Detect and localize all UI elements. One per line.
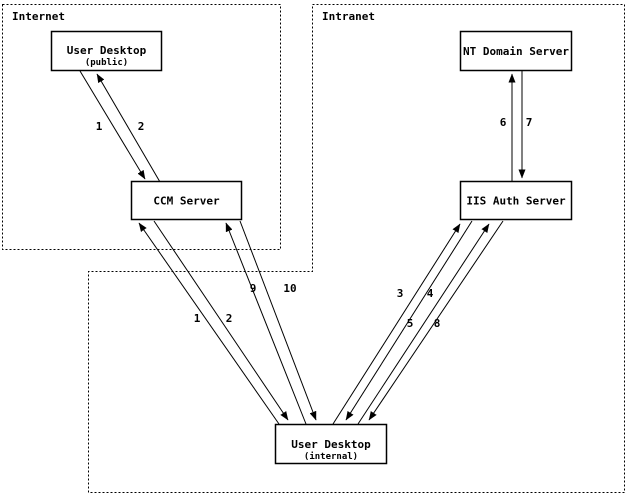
arrow-label-9: 9: [250, 282, 257, 295]
nt-domain-server-title: NT Domain Server: [463, 45, 569, 58]
nt-domain-server-box: [459, 30, 573, 72]
arrows-internal-desktop-ccm-910: 9 10: [225, 220, 317, 425]
arrow-2-ccm-to-internal-desktop: [153, 220, 289, 421]
arrow-5-internal-desktop-to-iis: [357, 223, 490, 425]
arrow-label-2-internal: 2: [226, 312, 233, 325]
arrows-public-desktop-ccm: 1 2: [79, 70, 161, 183]
arrow-3-internal-desktop-to-iis: [332, 223, 461, 425]
arrow-label-7: 7: [526, 116, 533, 129]
arrows-internal-desktop-ccm-12: 1 2: [138, 220, 289, 425]
node-iis-auth-server: IIS Auth Server: [459, 180, 573, 221]
node-user-desktop-internal: User Desktop (internal): [274, 423, 388, 465]
arrow-label-6: 6: [500, 116, 507, 129]
internet-region-label: Internet: [12, 10, 65, 23]
user-desktop-internal-title: User Desktop: [291, 438, 371, 451]
arrow-label-2-public: 2: [138, 120, 145, 133]
arrow-1-public-desktop-to-ccm: [79, 70, 146, 180]
arrow-label-3: 3: [397, 287, 404, 300]
arrow-label-1-public: 1: [96, 120, 103, 133]
arrow-10-ccm-to-internal-desktop: [239, 220, 317, 421]
arrow-2-ccm-to-public-desktop: [96, 73, 161, 183]
arrow-label-4: 4: [427, 287, 434, 300]
ccm-server-title: CCM Server: [153, 195, 220, 208]
intranet-region-border: [88, 4, 625, 493]
arrow-label-10: 10: [283, 282, 296, 295]
node-ccm-server: CCM Server: [130, 180, 243, 221]
arrow-label-8: 8: [434, 317, 441, 330]
arrow-4-iis-to-internal-desktop: [345, 220, 473, 421]
arrow-label-1-internal: 1: [194, 312, 201, 325]
user-desktop-public-box: [50, 30, 163, 72]
user-desktop-public-subtitle: (public): [85, 57, 128, 68]
arrows-internal-desktop-iis: 3 4 5 8: [332, 220, 504, 425]
iis-auth-server-box: [459, 180, 573, 221]
arrow-9-internal-desktop-to-ccm: [225, 222, 307, 425]
arrow-8-iis-to-internal-desktop: [368, 220, 504, 421]
ccm-server-box: [130, 180, 243, 221]
user-desktop-internal-box: [274, 423, 388, 465]
intranet-region-label: Intranet: [322, 10, 375, 23]
node-user-desktop-public: User Desktop (public): [50, 30, 163, 72]
node-nt-domain-server: NT Domain Server: [459, 30, 573, 72]
internet-region-border: [2, 4, 281, 250]
arrow-label-5: 5: [407, 317, 414, 330]
user-desktop-public-title: User Desktop: [67, 44, 147, 57]
arrow-1-internal-desktop-to-ccm: [138, 222, 280, 425]
arrows-iis-ntdomain: 6 7: [500, 71, 533, 181]
user-desktop-internal-subtitle: (internal): [304, 451, 358, 462]
iis-auth-server-title: IIS Auth Server: [466, 195, 566, 208]
